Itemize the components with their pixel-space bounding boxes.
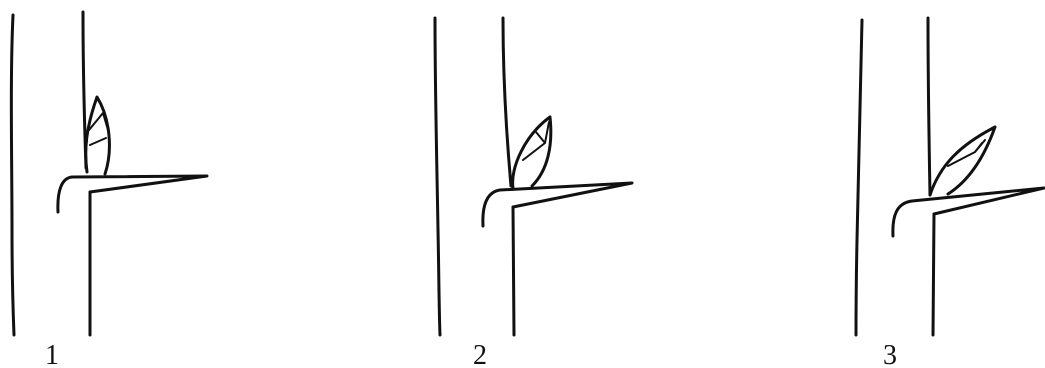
branch-stub: [58, 176, 207, 212]
stem-left-edge: [11, 15, 14, 335]
branch-stub: [483, 183, 632, 226]
stem-right-edge-lower: [933, 214, 934, 335]
branch-stub: [893, 188, 1044, 236]
stem-left-edge: [435, 18, 440, 335]
panel-1: [11, 12, 207, 335]
panel-2: [435, 18, 632, 335]
panel-label-3: 3: [883, 340, 897, 368]
stem-right-edge-lower: [513, 207, 514, 335]
stem-right-edge-upper: [503, 18, 511, 186]
bud: [86, 97, 110, 174]
panel-label-2: 2: [473, 340, 487, 368]
stem-right-edge-upper: [928, 18, 930, 195]
panel-3: [856, 18, 1044, 335]
panel-label-1: 1: [45, 340, 59, 368]
stem-left-edge: [856, 20, 862, 335]
bud: [930, 127, 995, 195]
